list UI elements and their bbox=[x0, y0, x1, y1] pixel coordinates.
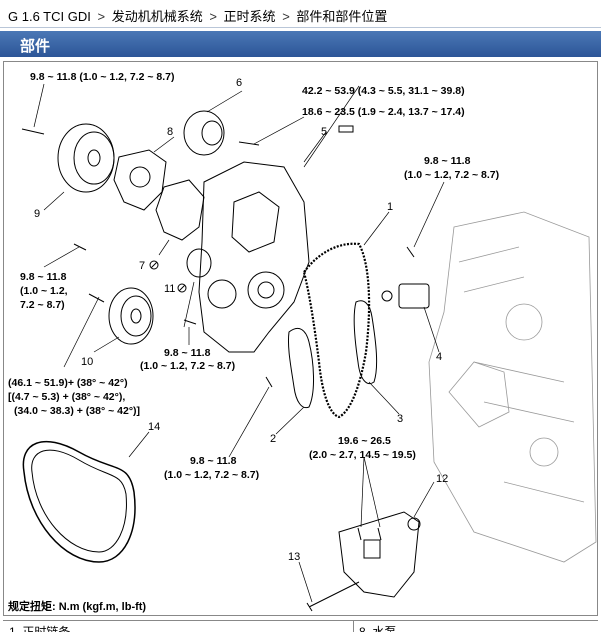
mounting-bracket bbox=[338, 511, 421, 598]
part-number-14: 14 bbox=[148, 421, 160, 433]
part-number-9: 9 bbox=[34, 208, 40, 220]
drive-belt bbox=[22, 441, 136, 563]
breadcrumb-item-timing-system[interactable]: 正时系统 bbox=[223, 9, 276, 24]
torque-label: 18.6 ~ 23.5 (1.9 ~ 2.4, 13.7 ~ 17.4) bbox=[302, 106, 465, 118]
tensioner-arm bbox=[353, 300, 378, 385]
breadcrumb: G 1.6 TCI GDI > 发动机机械系统 > 正时系统 > 部件和部件位置 bbox=[0, 0, 601, 28]
breadcrumb-item-engine-type[interactable]: G 1.6 TCI GDI bbox=[8, 9, 91, 24]
bolt-5 bbox=[338, 125, 354, 133]
crankshaft-pulley bbox=[108, 287, 154, 345]
torque-label: 7.2 ~ 8.7) bbox=[20, 299, 65, 311]
table-cell-left: 1. 正时链条 bbox=[9, 625, 71, 632]
part-number-13: 13 bbox=[288, 551, 300, 563]
torque-label: 9.8 ~ 11.8 (1.0 ~ 1.2, 7.2 ~ 8.7) bbox=[30, 71, 174, 83]
parts-table: 1. 正时链条 8. 水泵 bbox=[3, 620, 598, 632]
torque-label: [(4.7 ~ 5.3) + (38° ~ 42°), bbox=[8, 391, 125, 403]
torque-label: (1.0 ~ 1.2, 7.2 ~ 8.7) bbox=[164, 469, 259, 481]
breadcrumb-separator: > bbox=[209, 9, 217, 24]
part-number-5: 5 bbox=[321, 126, 327, 138]
diagram-drawing: 9.8 ~ 11.8 (1.0 ~ 1.2, 7.2 ~ 8.7) 42.2 ~… bbox=[8, 71, 597, 612]
torque-label: (1.0 ~ 1.2, 7.2 ~ 8.7) bbox=[404, 169, 499, 181]
section-header: 部件 bbox=[0, 31, 601, 57]
part-number-8: 8 bbox=[167, 126, 173, 138]
part-number-10: 10 bbox=[81, 356, 93, 368]
table-cell-right: 8. 水泵 bbox=[359, 625, 397, 632]
water-pump-pulley bbox=[57, 123, 115, 193]
gasket bbox=[155, 179, 205, 241]
torque-unit-caption: 规定扭矩: N.m (kgf.m, lb-ft) bbox=[8, 601, 147, 613]
timing-chain bbox=[302, 242, 371, 419]
torque-label: 19.6 ~ 26.5 bbox=[338, 435, 391, 447]
torque-label: (1.0 ~ 1.2, bbox=[20, 285, 68, 297]
part-number-7: 7 bbox=[139, 260, 145, 272]
part-number-11: 11 bbox=[164, 283, 175, 295]
idler-pulley bbox=[183, 110, 225, 156]
torque-label: (34.0 ~ 38.3) + (38° ~ 42°)] bbox=[14, 405, 140, 417]
part-number-4: 4 bbox=[436, 351, 442, 363]
chain-tensioner bbox=[381, 283, 430, 309]
no-reuse-symbol bbox=[177, 283, 187, 293]
torque-label: 9.8 ~ 11.8 bbox=[190, 455, 237, 467]
breadcrumb-separator: > bbox=[282, 9, 290, 24]
bolt-13 bbox=[306, 581, 360, 612]
section-title: 部件 bbox=[20, 38, 51, 55]
torque-label: 9.8 ~ 11.8 bbox=[424, 155, 471, 167]
part-number-group: 1 2 3 4 5 6 7 8 9 10 11 12 13 14 bbox=[34, 77, 448, 563]
breadcrumb-item-components[interactable]: 部件和部件位置 bbox=[296, 9, 388, 24]
component-diagram: 9.8 ~ 11.8 (1.0 ~ 1.2, 7.2 ~ 8.7) 42.2 ~… bbox=[3, 61, 598, 616]
timing-cover bbox=[198, 161, 310, 353]
torque-label: (1.0 ~ 1.2, 7.2 ~ 8.7) bbox=[140, 360, 235, 372]
part-number-3: 3 bbox=[397, 413, 403, 425]
torque-label-group: 9.8 ~ 11.8 (1.0 ~ 1.2, 7.2 ~ 8.7) 42.2 ~… bbox=[8, 71, 499, 481]
table-divider bbox=[353, 621, 354, 632]
oil-seal bbox=[186, 248, 212, 278]
water-pump bbox=[113, 149, 167, 211]
breadcrumb-item-engine-mechanical[interactable]: 发动机机械系统 bbox=[111, 9, 203, 24]
torque-label: 42.2 ~ 53.9 (4.3 ~ 5.5, 31.1 ~ 39.8) bbox=[302, 85, 465, 97]
part-number-2: 2 bbox=[270, 433, 276, 445]
part-number-12: 12 bbox=[436, 473, 448, 485]
breadcrumb-separator: > bbox=[97, 9, 106, 24]
chain-guide bbox=[288, 327, 315, 409]
torque-label: 9.8 ~ 11.8 bbox=[20, 271, 67, 283]
torque-label: (46.1 ~ 51.9)+ (38° ~ 42°) bbox=[8, 377, 128, 389]
engine-block-outline bbox=[428, 211, 597, 563]
leader-lines bbox=[33, 83, 445, 603]
torque-label: 9.8 ~ 11.8 bbox=[164, 347, 211, 359]
part-number-6: 6 bbox=[236, 77, 242, 89]
part-number-1: 1 bbox=[387, 201, 393, 213]
torque-label: (2.0 ~ 2.7, 14.5 ~ 19.5) bbox=[309, 449, 416, 461]
no-reuse-symbol bbox=[149, 260, 159, 270]
